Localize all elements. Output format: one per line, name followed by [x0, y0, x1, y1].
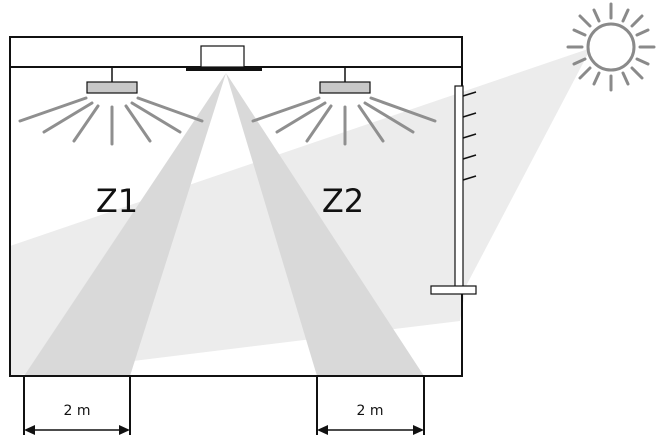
ceiling-lamp-icon — [251, 67, 437, 146]
window-blind-icon — [430, 85, 477, 295]
ceiling-lamp-icon — [18, 67, 204, 146]
dimension-left-label: 2 m — [64, 403, 91, 419]
zone-2-label: Z2 — [322, 182, 364, 220]
sensor-beam-right — [226, 73, 424, 376]
sun-icon — [566, 2, 656, 92]
dimension-left: 2 m — [23, 376, 131, 435]
sensor-beam-left — [24, 73, 226, 376]
dimension-right: 2 m — [316, 376, 425, 435]
sensor-icon — [186, 45, 262, 71]
zone-1-label: Z1 — [96, 182, 138, 220]
dimension-right-label: 2 m — [357, 403, 384, 419]
